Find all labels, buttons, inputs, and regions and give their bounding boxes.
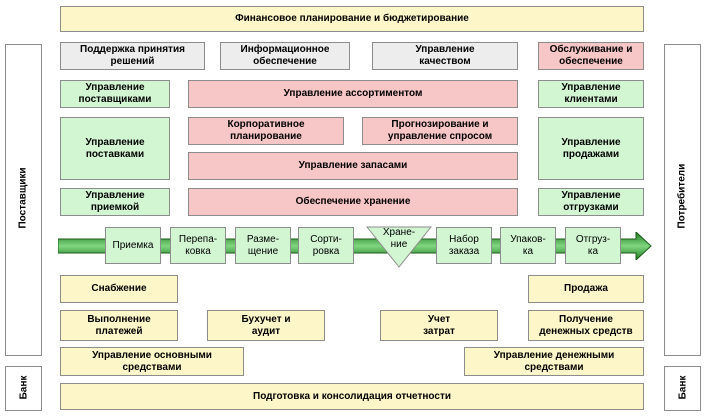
fixed-assets-box: Управление основными средствами — [60, 347, 244, 376]
decision-support-box: Поддержка принятия решений — [60, 42, 205, 70]
financial-planning-box: Финансовое планирование и бюджетирование — [60, 6, 644, 32]
shipping-management-box: Управление отгрузками — [538, 188, 644, 216]
bank-label-right: Банк — [677, 375, 689, 400]
stage-receiving: Приемка — [105, 227, 161, 264]
cost-accounting-box: Учет затрат — [380, 310, 498, 341]
sales-box: Продажа — [528, 275, 644, 303]
supply-management-box: Управление поставками — [60, 117, 170, 180]
demand-forecasting-box: Прогнозирование и управление спросом — [362, 117, 518, 145]
bank-panel-left — [5, 366, 42, 411]
receiving-management-box: Управление приемкой — [60, 188, 170, 216]
stage-order-picking: Набор заказа — [436, 227, 492, 264]
suppliers-panel — [5, 44, 42, 356]
information-support-box: Информационное обеспечение — [220, 42, 350, 70]
suppliers-label: Поставщики — [17, 167, 29, 229]
bank-panel-right — [664, 366, 701, 411]
procurement-box: Снабжение — [60, 275, 178, 303]
suppliers-management-box: Управление поставщиками — [60, 80, 170, 108]
payments-box: Выполнение платежей — [60, 310, 178, 341]
stage-packing: Упаков- ка — [500, 227, 556, 264]
assortment-management-box: Управление ассортиментом — [188, 80, 518, 108]
inventory-management-box: Управление запасами — [188, 152, 518, 180]
stage-storage-triangle — [366, 226, 432, 268]
service-support-box: Обслуживание и обеспечение — [538, 42, 644, 70]
stage-repacking: Перепа- ковка — [170, 227, 226, 264]
clients-management-box: Управление клиентами — [538, 80, 644, 108]
cash-management-box: Управление денежными средствами — [464, 347, 644, 376]
storage-provision-box: Обеспечение хранение — [188, 188, 518, 216]
cash-receipts-box: Получение денежных средств — [528, 310, 644, 341]
stage-storage: Хране- ние — [382, 227, 416, 250]
bank-label-left: Банк — [18, 375, 30, 400]
stage-placement: Разме- щение — [235, 227, 291, 264]
reporting-box: Подготовка и консолидация отчетности — [60, 383, 644, 410]
consumers-panel — [664, 44, 701, 356]
consumers-label: Потребители — [676, 163, 688, 229]
stage-shipping: Отгруз- ка — [565, 227, 621, 264]
corporate-planning-box: Корпоративное планирование — [188, 117, 344, 145]
accounting-audit-box: Бухучет и аудит — [207, 310, 325, 341]
quality-management-box: Управление качеством — [372, 42, 518, 70]
sales-management-box: Управление продажами — [538, 117, 644, 180]
stage-sorting: Сорти- ровка — [298, 227, 354, 264]
